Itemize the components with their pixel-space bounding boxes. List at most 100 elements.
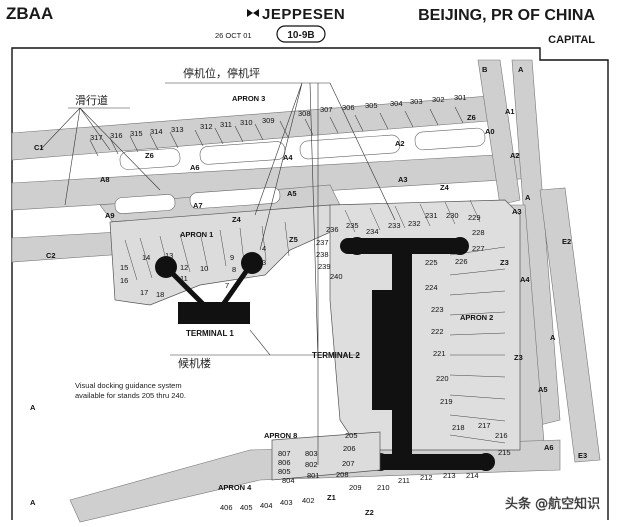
taxiway-label: A (30, 403, 36, 412)
taxiway-label: Z3 (514, 353, 523, 362)
stand-label: 212 (420, 473, 433, 482)
taxiway-label: A4 (283, 153, 293, 162)
stand-label: 211 (398, 476, 410, 485)
stand-label: 12 (180, 263, 188, 272)
taxiway-label: A1 (505, 107, 515, 116)
stand-label: 230 (446, 211, 459, 220)
taxiway-b-vertical (477, 59, 521, 206)
stand-label: 404 (260, 501, 273, 510)
apron3-stands: 317 316 315 314 313 312 311 310 309 308 … (90, 93, 467, 142)
stand-label: 806 (278, 458, 291, 467)
stand-label: 8 (232, 265, 236, 274)
stand-label: 308 (298, 109, 311, 118)
docking-note-line1: Visual docking guidance system (75, 381, 182, 390)
stand-label: 213 (443, 471, 456, 480)
stand-label: 405 (240, 503, 253, 512)
stand-label: 225 (425, 258, 438, 267)
chart-number-box (276, 25, 326, 43)
jeppesen-logo: JEPPESEN (247, 6, 345, 23)
t2-main-hall (372, 290, 400, 410)
stand-label: 231 (425, 211, 438, 220)
stand-label: 228 (472, 228, 485, 237)
stand-label: 220 (436, 374, 449, 383)
stand-label: 13 (165, 251, 173, 260)
taxiway-label: A (518, 65, 524, 74)
terminal2-north-stands: 236 235 234 233 232 231 230 229 228 227 … (316, 211, 485, 281)
terminal-1 (155, 252, 263, 324)
watermark: 头条 @航空知识 (505, 496, 600, 512)
taxiway-label: A8 (100, 175, 110, 184)
stand-label: 9 (230, 253, 234, 262)
jeppesen-logo-icon (247, 9, 259, 17)
taxiway-label: B (482, 65, 488, 74)
apron4-stands: 406 405 404 403 402 (220, 496, 315, 512)
stand-label: 310 (240, 118, 253, 127)
apron1-stand-lines (124, 221, 290, 281)
stand-label: 315 (130, 129, 143, 138)
stand-label: 218 (452, 423, 465, 432)
terminal2-stand-lines (344, 199, 506, 444)
stand-label: 403 (280, 498, 293, 507)
stand-label: 208 (336, 470, 349, 479)
stand-label: 239 (318, 262, 331, 271)
stand-label: 221 (433, 349, 446, 358)
stand-label: 210 (377, 483, 390, 492)
stand-label: 207 (342, 459, 355, 468)
stand-label: 10 (200, 264, 208, 273)
terminal-cn-label: 候机楼 (178, 356, 211, 370)
taxiway-label: Z4 (440, 183, 450, 192)
t2-north-pier (340, 238, 468, 254)
stand-label: 222 (431, 327, 444, 336)
stand-label: 215 (498, 448, 511, 457)
taxiway-label: A2 (395, 139, 405, 148)
taxiway-label: A3 (512, 207, 522, 216)
stand-label: 11 (180, 274, 188, 283)
taxiway-label: Z1 (327, 493, 336, 502)
taxiway-label: A (550, 333, 556, 342)
stand-label: 807 (278, 449, 291, 458)
taxiway-cn-label: 滑行道 (75, 93, 108, 107)
stand-label: 317 (90, 133, 103, 142)
stand-label: 803 (305, 449, 318, 458)
stand-label: 7 (225, 281, 229, 290)
t1-building (178, 302, 250, 324)
stand-label: 3 (262, 258, 266, 267)
apron4-label: APRON 4 (218, 483, 252, 492)
taxiway-label: Z5 (289, 235, 298, 244)
stand-label: 237 (316, 238, 329, 247)
stand-label: 316 (110, 131, 123, 140)
stand-label: 304 (390, 99, 403, 108)
chart-date: 26 OCT 01 (215, 31, 252, 40)
stand-label: 801 (307, 471, 320, 480)
t2-south-pier (366, 454, 494, 470)
stand-label: 16 (120, 276, 128, 285)
stand-label: 4 (262, 244, 266, 253)
stand-label: 238 (316, 250, 329, 259)
stand-label: 234 (366, 227, 379, 236)
leader-lines (39, 82, 396, 465)
stand-label: 309 (262, 116, 275, 125)
taxiway-label: E3 (578, 451, 587, 460)
docking-note-line2: available for stands 205 thru 240. (75, 391, 186, 400)
stand-label: 802 (305, 460, 318, 469)
stand-label: 224 (425, 283, 438, 292)
terminal2-label: TERMINAL 2 (312, 351, 360, 360)
taxiway-label: A5 (538, 385, 548, 394)
taxiway-label: C2 (46, 251, 56, 260)
apron8-stands: 807 806 805 804 803 802 801 (278, 449, 320, 485)
taxiway-label: A3 (398, 175, 408, 184)
apron8-label: APRON 8 (264, 431, 297, 440)
taxiway-e-vertical (539, 187, 601, 463)
stand-label: 307 (320, 105, 333, 114)
taxiway-label: A4 (520, 275, 530, 284)
terminal1-stands: 16 15 14 13 12 11 10 9 8 7 17 18 4 3 (120, 244, 266, 299)
brand-name: JEPPESEN (262, 6, 345, 23)
taxiway-label: A (30, 498, 36, 507)
pavement (11, 59, 601, 523)
stand-label: 18 (156, 290, 164, 299)
stand-apron-cn-label: 停机位，停机坪 (183, 66, 260, 80)
t1-connectors (164, 261, 255, 308)
stand-label: 805 (278, 467, 291, 476)
